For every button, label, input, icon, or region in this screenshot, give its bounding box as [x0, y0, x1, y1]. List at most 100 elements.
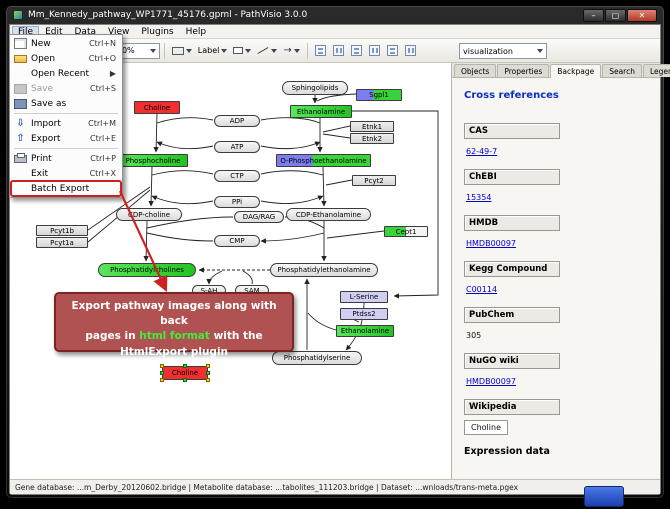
align-horizontal-button[interactable]	[312, 42, 330, 60]
common-height-button[interactable]	[402, 42, 420, 60]
pathway-node-cdp-choline[interactable]: CDP-choline	[116, 208, 182, 221]
backpage-section-value[interactable]: 62-49-7	[466, 147, 498, 156]
common-width-button[interactable]	[384, 42, 402, 60]
tab-legend[interactable]: Legend	[642, 64, 670, 77]
pathway-node-o-phosphoethanolamine[interactable]: O-Phosphoethanolamine	[276, 154, 371, 167]
file-menu-item-batch-export[interactable]: Batch Export	[10, 180, 122, 197]
selection-handle[interactable]	[206, 378, 210, 382]
pathway-node-ctp[interactable]: CTP	[214, 170, 260, 182]
shape-tool-dropdown[interactable]	[230, 42, 254, 60]
menu-item-label: Import	[31, 118, 61, 129]
node-label: Ethanolamine	[296, 107, 346, 116]
pathway-node-sphingolipids[interactable]: Sphingolipids	[282, 81, 348, 95]
align-vertical-button[interactable]	[330, 42, 348, 60]
align-right-button[interactable]	[366, 42, 384, 60]
pathway-node-phosphatidylcholines[interactable]: Phosphatidylcholines	[98, 263, 196, 277]
file-menu-item-save-as[interactable]: Save as	[11, 96, 121, 111]
pathway-node-pcyt1a[interactable]: Pcyt1a	[36, 237, 88, 248]
backpage-section-header: Kegg Compound	[464, 261, 560, 277]
pathway-node-l-serine[interactable]: L-Serine	[340, 291, 388, 303]
menu-help[interactable]: Help	[185, 26, 207, 37]
menu-plugins[interactable]: Plugins	[141, 26, 174, 37]
pathway-node-cmp[interactable]: CMP	[214, 235, 260, 247]
pathway-node-ptdss2[interactable]: Ptdss2	[340, 308, 388, 320]
backpage-section-value[interactable]: 15354	[466, 193, 492, 202]
disk-icon	[14, 98, 27, 109]
node-label: ATP	[230, 143, 244, 151]
datanode-template-dropdown[interactable]	[169, 42, 195, 60]
line-tool-dropdown[interactable]	[254, 42, 280, 60]
file-menu-item-open-recent[interactable]: Open Recent▶	[11, 66, 121, 81]
menu-data[interactable]: Data	[74, 26, 97, 37]
backpage-section-value: Choline	[464, 420, 508, 435]
close-button[interactable]: ✕	[627, 8, 657, 22]
minimize-button[interactable]: –	[583, 8, 604, 22]
menu-separator	[14, 148, 118, 149]
selection-handle[interactable]	[206, 364, 210, 368]
pathway-node-sgpl1[interactable]: Sgpl1	[356, 89, 402, 101]
backpage-section-value[interactable]: HMDB00097	[466, 377, 517, 386]
pathway-node-ppi[interactable]: PPi	[214, 196, 260, 208]
backpage-section-header: CAS	[464, 123, 560, 139]
node-label: ADP	[229, 117, 245, 125]
pathway-node-phosphatidylserine[interactable]: Phosphatidylserine	[272, 351, 362, 365]
label-tool-dropdown[interactable]: Label	[195, 42, 231, 60]
pathway-node-atp[interactable]: ATP	[214, 141, 260, 153]
visualization-combobox[interactable]: visualization	[459, 43, 547, 59]
maximize-button[interactable]: ▢	[605, 8, 626, 22]
pathway-node-pcyt1b[interactable]: Pcyt1b	[36, 225, 88, 236]
pathway-node-etnk1[interactable]: Etnk1	[350, 121, 394, 132]
pathway-node-phosphatidylethanolamine[interactable]: Phosphatidylethanolamine	[270, 263, 378, 277]
selection-handle[interactable]	[160, 371, 164, 375]
title-bar[interactable]: Mm_Kennedy_pathway_WP1771_45176.gpml - P…	[6, 6, 664, 24]
menu-item-label: New	[31, 38, 51, 49]
node-label: Phosphatidylserine	[283, 354, 351, 362]
menu-item-label: Save	[31, 83, 54, 94]
menu-item-label: Save as	[31, 98, 67, 109]
arrow-tool-dropdown[interactable]	[280, 42, 302, 60]
menu-shortcut: Ctrl+X	[89, 169, 116, 178]
align-left-button[interactable]	[348, 42, 366, 60]
expression-data-heading: Expression data	[464, 446, 550, 457]
pathway-node-ethanolamine[interactable]: Ethanolamine	[336, 325, 394, 337]
menu-edit[interactable]: Edit	[45, 26, 63, 37]
backpage-section-value[interactable]: HMDB00097	[466, 239, 517, 248]
pathway-node-adp[interactable]: ADP	[214, 115, 260, 127]
pathway-node-cdp-ethanolamine[interactable]: CDP-Ethanolamine	[286, 208, 371, 221]
pathway-node-cept1[interactable]: Cept1	[384, 226, 428, 237]
selection-handle[interactable]	[160, 364, 164, 368]
node-label: DAG/RAG	[242, 213, 276, 221]
tab-objects[interactable]: Objects	[454, 64, 497, 77]
pathway-node-phosphocholine[interactable]: Phosphocholine	[118, 154, 188, 167]
node-label: Sphingolipids	[291, 84, 339, 92]
common-width-icon	[387, 45, 399, 56]
selection-handle[interactable]	[183, 364, 187, 368]
pathway-node-pcyt2[interactable]: Pcyt2	[352, 175, 396, 186]
pathway-node-ethanolamine[interactable]: Ethanolamine	[290, 105, 352, 118]
node-label: Phosphatidylcholines	[110, 266, 184, 274]
pathway-node-choline[interactable]: Choline	[160, 364, 210, 382]
pathway-node-etnk2[interactable]: Etnk2	[350, 133, 394, 144]
tab-backpage[interactable]: Backpage	[550, 64, 602, 78]
menu-view[interactable]: View	[108, 26, 130, 37]
selection-handle[interactable]	[183, 378, 187, 382]
pathway-node-choline[interactable]: Choline	[134, 101, 180, 114]
node-label: S-AH	[200, 286, 218, 295]
selection-handle[interactable]	[160, 378, 164, 382]
tab-properties[interactable]: Properties	[497, 64, 550, 77]
tab-search[interactable]: Search	[602, 64, 642, 77]
pathway-node-dag-rag[interactable]: DAG/RAG	[234, 211, 284, 223]
zoom-value: 100%	[111, 46, 135, 55]
selection-handle[interactable]	[206, 371, 210, 375]
backpage-section-value[interactable]: C00114	[466, 285, 498, 294]
node-label: Ptdss2	[352, 310, 376, 318]
